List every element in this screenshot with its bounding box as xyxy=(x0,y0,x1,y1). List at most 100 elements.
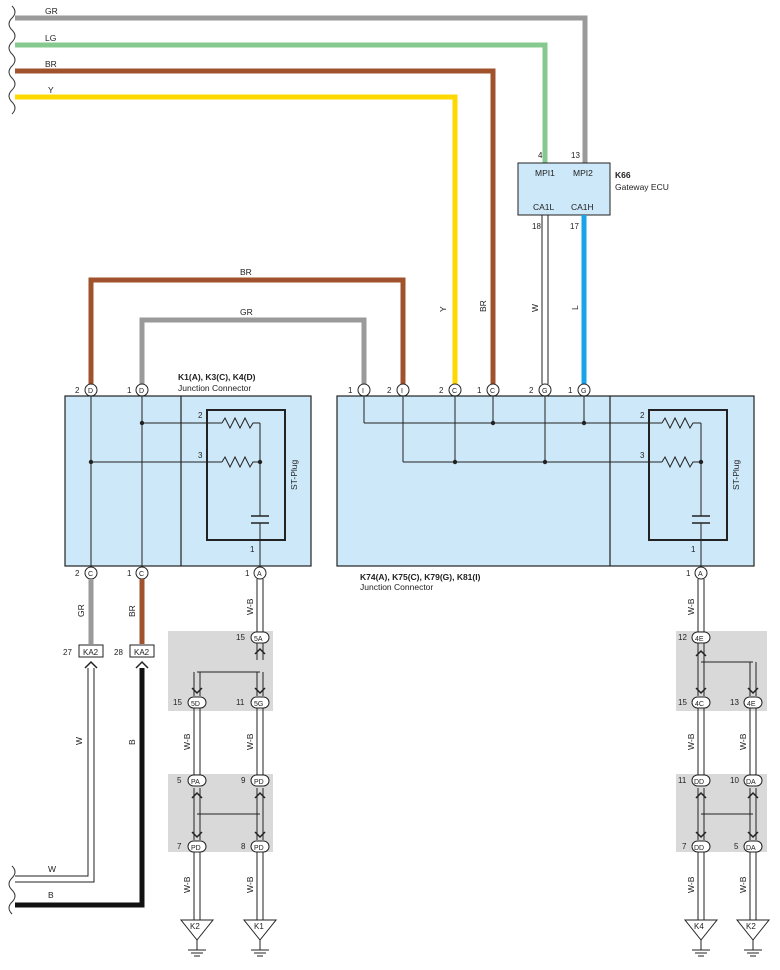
pin-number: 13 xyxy=(730,698,739,707)
pin-number: 1 xyxy=(477,386,482,395)
wire-gr-lower: GR xyxy=(76,579,94,644)
pin-number: 2 xyxy=(439,386,444,395)
wire-label-wb: W-B xyxy=(686,598,696,615)
pin-number: 15 xyxy=(678,698,687,707)
pin-letter: C xyxy=(139,571,144,578)
wire-label-wb: W-B xyxy=(245,733,255,750)
connector-DD-upper: 11 DD xyxy=(678,774,711,787)
pin-letter: D xyxy=(139,388,144,395)
pin-number: 5 xyxy=(734,842,739,851)
connector-label: DD xyxy=(694,779,704,786)
wire-b-lower: B B xyxy=(15,668,145,908)
pin-number: 1 xyxy=(686,569,691,578)
pin-label-ca1h: CA1H xyxy=(571,202,594,212)
connector-PD-upper: 9 PD xyxy=(241,774,270,787)
pin-number: 27 xyxy=(63,648,72,657)
pin-number: 1 xyxy=(127,569,132,578)
st-plug-right-label: ST-Plug xyxy=(731,459,741,490)
wire-label-y-vertical: Y xyxy=(438,306,448,312)
pin-number: 3 xyxy=(198,451,203,460)
splice-block-left-lower xyxy=(168,774,273,852)
wire-label-wb: W-B xyxy=(245,876,255,893)
wire-label-b-lower: B xyxy=(127,739,137,745)
pin-number: 2 xyxy=(75,569,80,578)
pin-number: 10 xyxy=(730,776,739,785)
ground-k2-left: K2 xyxy=(179,919,215,957)
pin-circle xyxy=(253,566,267,580)
gateway-name: Gateway ECU xyxy=(615,182,669,192)
pin-number: 15 xyxy=(173,698,182,707)
wire-label-w-vertical: W xyxy=(530,304,540,312)
connector-label: 5A xyxy=(254,636,263,643)
wire-break-bottom xyxy=(8,865,16,915)
wire-label-l-vertical: L xyxy=(570,305,580,310)
wire-label-b-bottom: B xyxy=(48,890,54,900)
wire-label-br: BR xyxy=(45,59,57,69)
pin-number: 2 xyxy=(198,411,203,420)
st-plug-left-label: ST-Plug xyxy=(289,459,299,490)
wb-wires-left xyxy=(193,579,264,920)
pin-number: 11 xyxy=(236,698,245,707)
connector-label: DA xyxy=(746,779,756,786)
pin-letter: C xyxy=(88,571,93,578)
wire-br-top: BR xyxy=(15,59,496,384)
connector-label: 5D xyxy=(191,701,200,708)
wire-label-w-lower: W xyxy=(74,737,84,745)
wire-label-br-crossover: BR xyxy=(240,267,252,277)
pin-letter: G xyxy=(542,388,547,395)
connector-label: PD xyxy=(254,779,264,786)
pin-letter: I xyxy=(401,388,403,395)
wire-y-top: Y xyxy=(15,85,458,384)
chevrons-right xyxy=(695,649,759,839)
wire-label-br-lower: BR xyxy=(127,605,137,617)
wire-label-lg: LG xyxy=(45,33,56,43)
connector-ka2-b: 28 KA2 xyxy=(114,644,155,669)
pin-number: 1 xyxy=(127,386,132,395)
wire-break-top xyxy=(8,5,16,115)
junction-connector-right: 1 I 2 I 2 C 1 C 2 G 1 G ST-Plug 2 xyxy=(336,383,755,592)
pin-number: 5 xyxy=(177,776,182,785)
pin-number: 1 xyxy=(250,545,255,554)
wire-w-lower: W W xyxy=(15,668,95,883)
connector-PD-left: 7 PD xyxy=(177,840,207,853)
connector-4C: 15 4C xyxy=(678,696,711,709)
junction-connector-left: K1(A), K3(C), K4(D) Junction Connector 2… xyxy=(64,372,312,580)
connector-label: DA xyxy=(746,845,756,852)
wire-label-br-vertical: BR xyxy=(478,300,488,312)
wire-label-wb: W-B xyxy=(182,733,192,750)
pin-circle xyxy=(357,383,371,397)
pin-number: 15 xyxy=(236,633,245,642)
pin-number: 9 xyxy=(241,776,246,785)
ground-label: K2 xyxy=(746,922,756,931)
pin-number-mpi1: 4 xyxy=(538,151,543,160)
connector-5G: 11 5G xyxy=(236,696,270,709)
wire-w-ca1l: W xyxy=(530,215,549,384)
jc-left-subtitle: Junction Connector xyxy=(178,383,251,393)
wire-label-gr-lower: GR xyxy=(76,604,86,617)
pin-number: 7 xyxy=(682,842,687,851)
pin-letter: C xyxy=(490,388,495,395)
pin-number: 1 xyxy=(348,386,353,395)
pin-number: 1 xyxy=(568,386,573,395)
jc-right-subtitle: Junction Connector xyxy=(360,582,433,592)
wire-gr-crossover: GR xyxy=(139,307,367,384)
ground-label: K4 xyxy=(694,922,704,931)
ground-k1: K1 xyxy=(242,919,278,957)
wire-br-lower: BR xyxy=(127,579,145,644)
connector-label: 5G xyxy=(254,701,263,708)
connector-DA-upper: 10 DA xyxy=(730,774,763,787)
pin-letter: A xyxy=(698,571,703,578)
pin-label-ca1l: CA1L xyxy=(533,202,555,212)
connector-ka2-w: 27 KA2 xyxy=(63,644,104,669)
pin-number: 28 xyxy=(114,648,123,657)
wire-label-y: Y xyxy=(48,85,54,95)
wire-lg-top: LG xyxy=(15,33,548,165)
connector-label: PA xyxy=(191,779,200,786)
chevrons-left xyxy=(191,647,266,839)
wire-label-wb: W-B xyxy=(686,733,696,750)
pin-number: 8 xyxy=(241,842,246,851)
pin-number: 2 xyxy=(529,386,534,395)
jc-left-box xyxy=(64,395,312,567)
jc-left-title: K1(A), K3(C), K4(D) xyxy=(178,372,256,382)
gateway-id: K66 xyxy=(615,170,631,180)
